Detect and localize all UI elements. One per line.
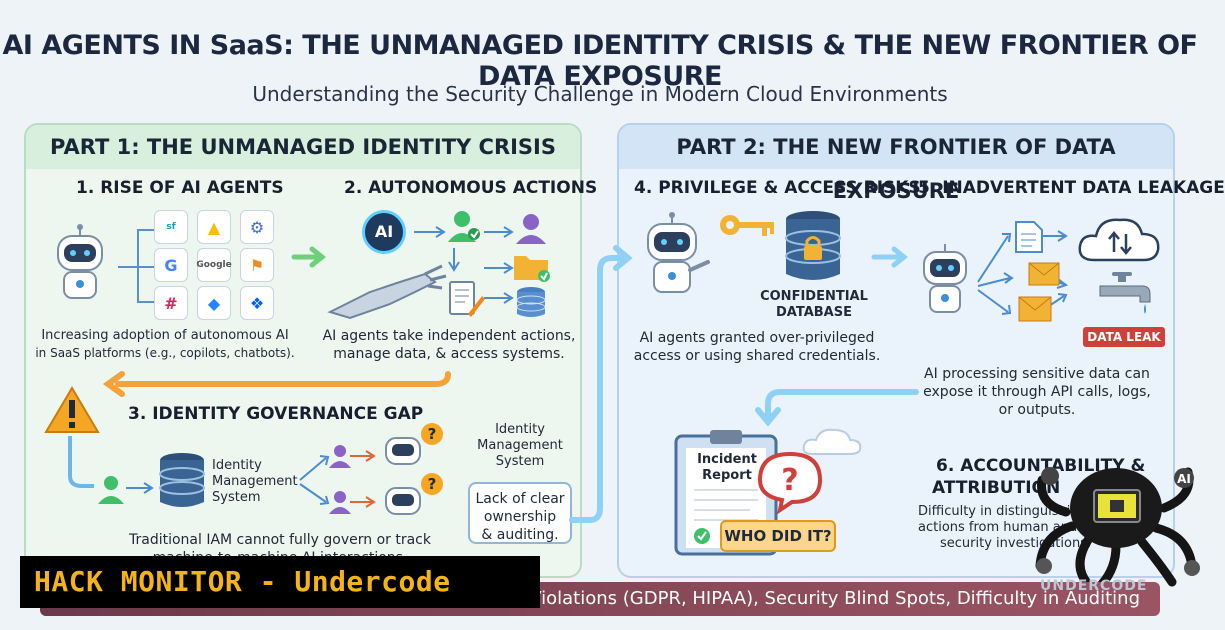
- google-wordmark-icon: Google: [196, 248, 232, 282]
- blue-flow-line: [68, 436, 94, 488]
- locked-database-icon: [785, 211, 841, 280]
- cloud-sync-icon: [1078, 218, 1160, 262]
- user-icon: [329, 445, 351, 468]
- svg-text:?: ?: [428, 425, 437, 443]
- robot-icon: [57, 224, 103, 299]
- cross-panel-arrow-icon: [569, 245, 633, 523]
- section-4-desc-line1: AI agents granted over-privileged: [639, 330, 875, 346]
- section-3-desc-line1: Traditional IAM cannot fully govern or t…: [128, 532, 431, 548]
- part2-title: PART 2: THE NEW FRONTIER OF DATA EXPOSUR…: [619, 125, 1173, 203]
- main-title: AI AGENTS IN SaaS: THE UNMANAGED IDENTIT…: [2, 30, 1198, 92]
- google-icon: G: [154, 248, 188, 282]
- callout-line1: Lack of clear: [475, 491, 565, 507]
- robot-question-icon: ?: [385, 473, 443, 515]
- section-3-db-label-line3: System: [212, 490, 261, 505]
- who-did-it-badge: WHO DID IT?: [720, 520, 836, 552]
- section-5-desc-line1: AI processing sensitive data can: [924, 366, 1150, 382]
- section-3-right-label-line2: Management: [477, 438, 563, 453]
- section-1-desc-line1: Increasing adoption of autonomous AI: [41, 328, 289, 343]
- envelope-icon: [1018, 296, 1052, 322]
- part2-panel: PART 2: THE NEW FRONTIER OF DATA EXPOSUR…: [617, 123, 1175, 578]
- incident-report-line2: Report: [702, 468, 752, 483]
- blue-arrow-icon: [871, 246, 909, 268]
- section-4-desc-line2: access or using shared credentials.: [633, 348, 881, 364]
- confidential-db-label-line2: DATABASE: [776, 305, 852, 320]
- section-6-title-line1: 6. ACCOUNTABILITY &: [936, 456, 1146, 476]
- folder-check-icon: [514, 256, 550, 282]
- section-4-title: 4. PRIVILEGE & ACCESS RISKS: [634, 178, 921, 198]
- google-ads-icon: ▲: [197, 210, 231, 244]
- ai-badge: AI: [362, 210, 406, 254]
- data-leak-badge: DATA LEAK: [1083, 327, 1165, 347]
- database-icon: [516, 287, 546, 317]
- section-6-title-line2: ATTRIBUTION: [932, 478, 1061, 498]
- section-2-desc-line2: manage data, & access systems.: [333, 346, 565, 362]
- hack-monitor-banner: HACK MONITOR - Undercode: [20, 556, 540, 608]
- orange-flow-arrow-icon: [102, 371, 451, 397]
- envelope-icon: [1028, 262, 1060, 286]
- section-2-desc-line1: AI agents take independent actions,: [322, 328, 576, 344]
- callout-line2: ownership: [483, 509, 557, 525]
- svg-text:?: ?: [781, 463, 798, 498]
- jira-icon: ◆: [197, 286, 231, 320]
- slack-icon: #: [154, 286, 188, 320]
- blue-return-arrow-icon: [755, 389, 919, 427]
- section-1-desc-line2: in SaaS platforms (e.g., copilots, chatb…: [35, 346, 295, 360]
- user-icon: [98, 476, 124, 504]
- undercode-watermark: UNDERCODE: [1040, 578, 1148, 594]
- document-edit-icon: [449, 281, 485, 317]
- speech-question-icon: ?: [757, 451, 823, 515]
- arrow-right-icon: [126, 482, 154, 494]
- salesforce-icon: sf: [154, 210, 188, 244]
- database-icon: [159, 453, 205, 507]
- robot-icon: [647, 212, 710, 293]
- svg-text:AI: AI: [1177, 472, 1191, 486]
- section-2-title: 2. AUTONOMOUS ACTIONS: [344, 178, 598, 198]
- flow-arrows: [414, 226, 514, 304]
- part1-title: PART 1: THE UNMANAGED IDENTITY CRISIS: [26, 125, 580, 169]
- incident-report-line1: Incident: [697, 452, 757, 467]
- warning-icon: [44, 386, 100, 433]
- section-3-db-label-line1: Identity: [212, 458, 262, 473]
- user-check-icon: [448, 211, 480, 242]
- dropbox-icon: ❖: [240, 286, 274, 320]
- subtitle: Understanding the Security Challenge in …: [252, 82, 948, 106]
- section-6-desc-line1: Difficulty in distinguishing: [918, 504, 1087, 519]
- section-3-db-label-line2: Management: [212, 474, 298, 489]
- callout-line3: & auditing.: [481, 527, 559, 543]
- document-icon: [1015, 221, 1043, 253]
- robot-hand-icon: [327, 264, 447, 320]
- user-icon: [329, 491, 351, 514]
- gear-icon: ⚙: [240, 210, 274, 244]
- faucet-icon: [1099, 272, 1151, 314]
- section-6-desc-line2: actions from human and: [918, 520, 1078, 535]
- consequences-footer-bar: nce Violations (GDPR, HIPAA), Security B…: [40, 582, 1160, 616]
- section-3-right-label-line3: System: [495, 454, 545, 469]
- section-5-desc-line2: expose it through API calls, logs,: [923, 384, 1151, 400]
- section-3-right-label-line1: Identity: [495, 422, 545, 437]
- robot-question-icon: ?: [385, 423, 443, 465]
- robot-icon: [923, 244, 967, 313]
- section-3-title: 3. IDENTITY GOVERNANCE GAP: [128, 404, 424, 424]
- hubspot-icon: ⚑: [240, 248, 274, 282]
- cloud-icon: [802, 428, 862, 455]
- connection-lines: [118, 229, 156, 303]
- section-5-desc-line3: or outputs.: [998, 402, 1076, 418]
- consequences-text: nce Violations (GDPR, HIPAA), Security B…: [491, 588, 1140, 609]
- lack-ownership-callout: Lack of clear ownership & auditing.: [468, 482, 572, 544]
- branch-arrows: [299, 450, 376, 508]
- green-arrow-icon: [291, 246, 327, 268]
- section-5-title: 5. INADVERTENT DATA LEAKAGE: [918, 178, 1225, 198]
- octopus-hacker-logo: AI: [1035, 467, 1200, 589]
- key-icon: [720, 215, 774, 236]
- section-1-title: 1. RISE OF AI AGENTS: [76, 178, 284, 198]
- confidential-db-label-line1: CONFIDENTIAL: [760, 289, 868, 304]
- user-icon: [516, 214, 546, 244]
- svg-text:?: ?: [428, 475, 437, 493]
